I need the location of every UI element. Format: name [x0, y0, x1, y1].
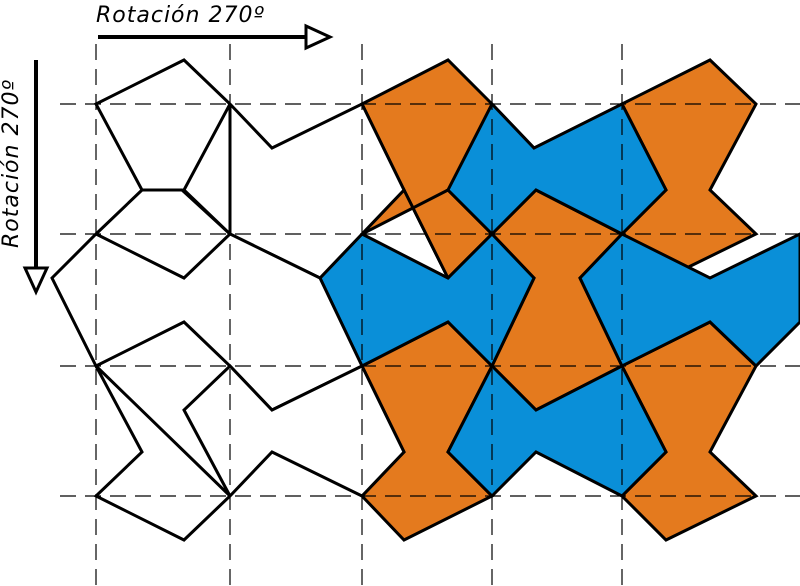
outlined-tile	[93, 363, 406, 542]
side-rotation-arrow: Rotación 270º	[0, 60, 50, 296]
blue-tile	[578, 232, 800, 369]
top-arrow-label: Rotación 270º	[96, 3, 265, 28]
side-arrow-label: Rotación 270º	[0, 79, 24, 248]
outlined-tile	[93, 58, 406, 280]
top-rotation-arrow: Rotación 270º	[96, 3, 334, 51]
colored-tiles	[318, 58, 800, 542]
dashed-grid	[60, 44, 800, 586]
outlined-tile	[50, 103, 364, 412]
